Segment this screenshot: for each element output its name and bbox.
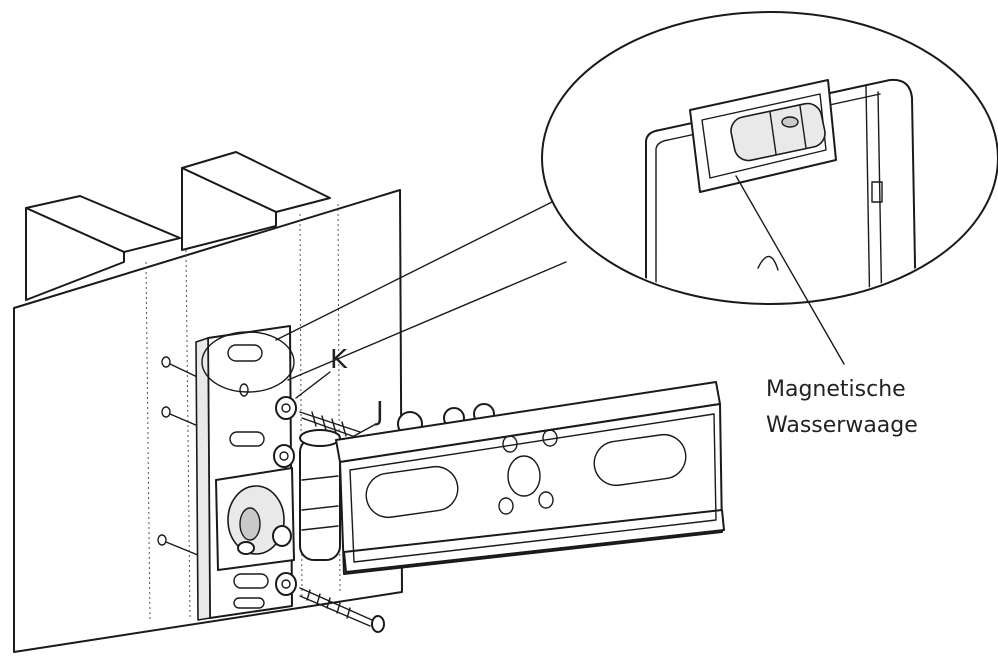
label-magnetic-level-line1: Magnetische [766,377,906,402]
magnifier-connector-bottom [287,261,567,381]
washer-screws [273,396,385,633]
label-k-leader [295,371,331,399]
mounting-arm [335,381,725,575]
label-magnetic-level-line2: Wasserwaage [766,413,918,438]
level-leader-line [735,175,845,365]
magnifier-connector-top [275,201,553,341]
label-j: J [374,397,384,427]
magnified-level-view [541,11,998,365]
label-k: K [330,345,348,375]
label-j-leader [353,423,377,437]
level-highlight-circle [201,331,295,393]
